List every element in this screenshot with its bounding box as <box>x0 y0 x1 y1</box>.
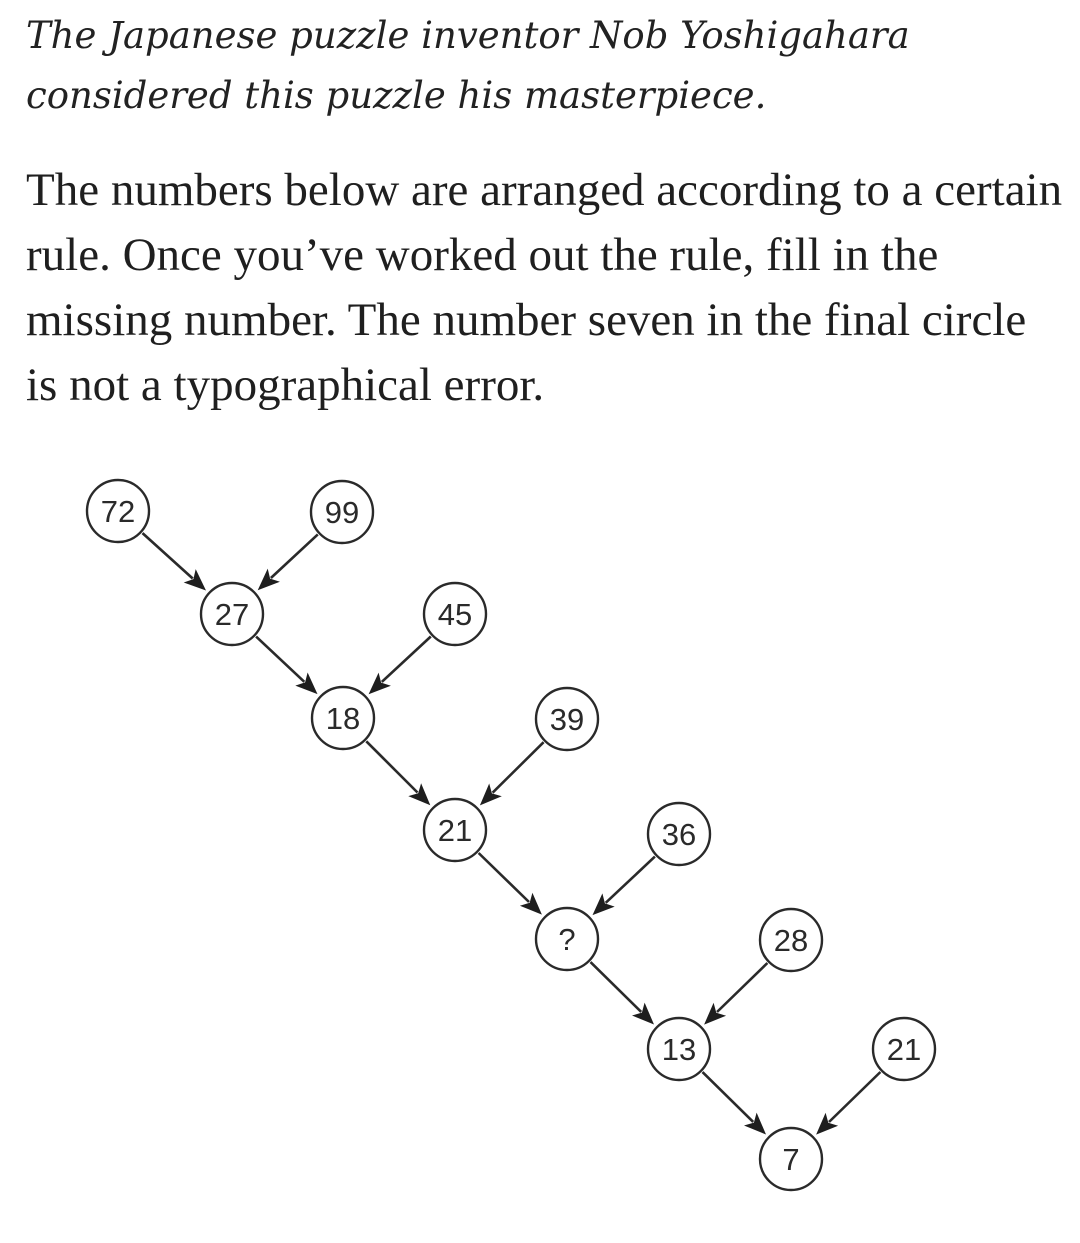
node-circle <box>309 479 375 545</box>
puzzle-node: 27 <box>199 581 265 647</box>
puzzle-nodes: 72 99 27 45 18 39 21 36? 28 13 21 7 <box>85 478 937 1192</box>
node-circle <box>422 797 488 863</box>
edge-n72-to-n27 <box>141 532 194 580</box>
node-circle <box>310 685 376 751</box>
arrowhead-icon <box>704 1002 727 1025</box>
puzzle-edges <box>141 532 882 1135</box>
node-circle <box>758 907 824 973</box>
arrowhead-icon <box>816 1112 839 1135</box>
intro-text: The Japanese puzzle inventor Nob Yoshiga… <box>26 14 910 117</box>
node-label: 7 <box>782 1142 799 1177</box>
node-circle <box>199 581 265 647</box>
puzzle-node: 99 <box>309 479 375 545</box>
edge-n99-to-n27 <box>270 533 319 579</box>
edge-n13-to-n7 <box>701 1071 755 1123</box>
node-circle <box>646 1016 712 1082</box>
puzzle-node: 13 <box>646 1016 712 1082</box>
puzzle-node: 7 <box>758 1126 824 1192</box>
node-circle <box>534 906 600 972</box>
node-circle <box>646 801 712 867</box>
edge-n21b-to-n7 <box>828 1071 882 1123</box>
arrowhead-icon <box>744 1112 766 1135</box>
node-label: 36 <box>662 817 696 852</box>
node-circle <box>534 686 600 752</box>
arrowhead-icon <box>295 672 318 695</box>
node-label: 39 <box>550 702 584 737</box>
node-label: 99 <box>325 495 359 530</box>
arrowhead-icon <box>592 893 615 916</box>
arrowhead-icon <box>257 568 280 591</box>
edge-n27-to-n18 <box>255 635 306 683</box>
puzzle-instructions: The numbers below are arranged according… <box>26 164 1063 411</box>
arrowhead-icon <box>408 783 431 806</box>
arrowhead-icon <box>368 672 391 695</box>
node-label: 21 <box>438 813 472 848</box>
edge-n39-to-n21a <box>491 741 545 794</box>
node-circle <box>85 478 151 544</box>
edge-n36-to-nq <box>604 855 656 904</box>
node-circle <box>422 581 488 647</box>
arrowhead-icon <box>479 783 502 806</box>
arrowhead-icon <box>632 1002 654 1025</box>
node-label: 18 <box>326 701 360 736</box>
puzzle-node: 72 <box>85 478 151 544</box>
edge-n28-to-n13 <box>716 962 769 1013</box>
node-circle <box>871 1016 937 1082</box>
puzzle-node: 21 <box>422 797 488 863</box>
puzzle-node: ? <box>534 906 600 972</box>
edge-nq-to-n13 <box>589 961 643 1013</box>
node-label: ? <box>558 922 575 957</box>
node-label: 27 <box>215 597 249 632</box>
edge-n45-to-n18 <box>380 635 432 683</box>
puzzle-node: 39 <box>534 686 600 752</box>
puzzle-node: 28 <box>758 907 824 973</box>
edge-n18-to-n21a <box>365 740 419 794</box>
node-label: 21 <box>887 1032 921 1067</box>
puzzle-node: 21 <box>871 1016 937 1082</box>
puzzle-node: 45 <box>422 581 488 647</box>
arrowhead-icon <box>183 569 206 591</box>
node-label: 28 <box>774 923 808 958</box>
node-label: 45 <box>438 597 472 632</box>
node-label: 72 <box>101 494 135 529</box>
puzzle-node: 18 <box>310 685 376 751</box>
node-label: 13 <box>662 1032 696 1067</box>
node-circle <box>758 1126 824 1192</box>
edge-n21a-to-nq <box>477 852 530 903</box>
arrowhead-icon <box>519 892 542 915</box>
puzzle-node: 36 <box>646 801 712 867</box>
